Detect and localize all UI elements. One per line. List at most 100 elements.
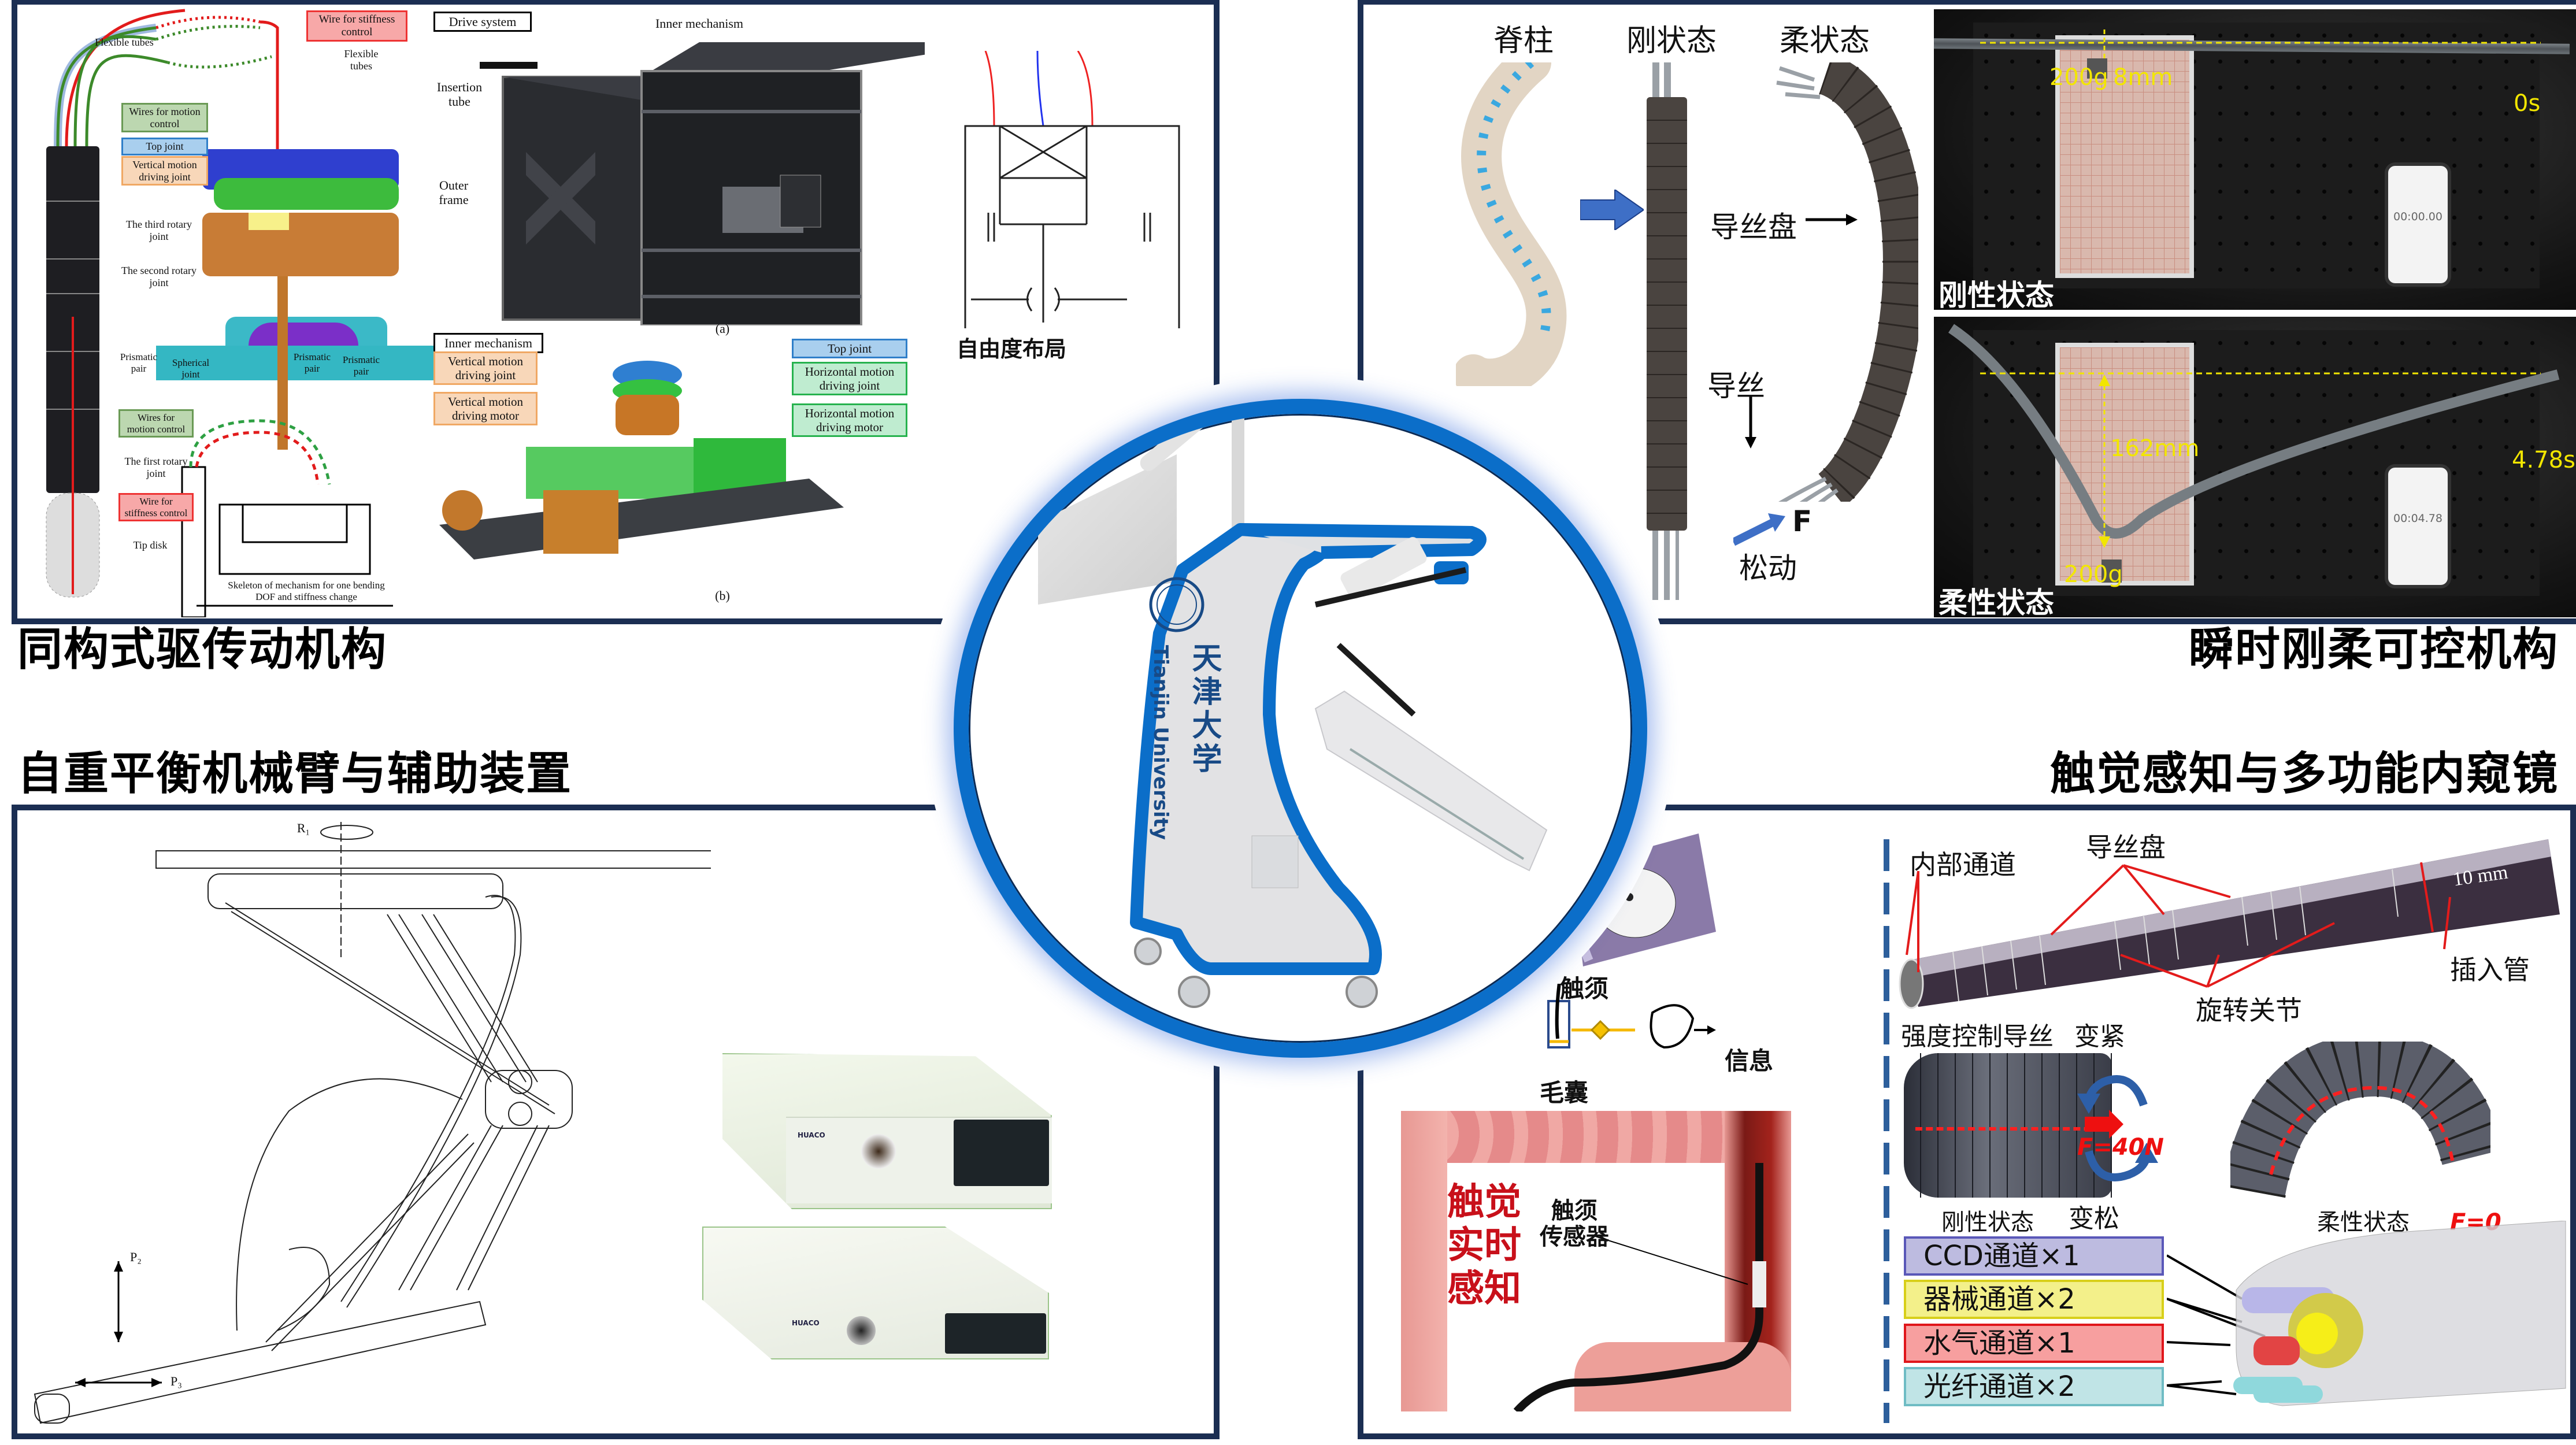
rigid-deflection-label: 8mm	[2113, 64, 2173, 91]
soft-segment-tube	[1776, 62, 1918, 502]
caption-b: (b)	[715, 588, 730, 603]
soft-annotation-lines	[1948, 324, 2560, 583]
label-follicle: 毛囊	[1540, 1079, 1589, 1107]
rigid-annotation-lines	[1980, 29, 2541, 79]
tactile-realtime-line-1: 触觉	[1447, 1181, 1521, 1224]
label-info: 信息	[1725, 1047, 1774, 1075]
soft-mass-label: 200g	[2064, 561, 2123, 588]
phone-stopwatch-soft: 00:04.78	[2385, 464, 2451, 588]
label-prismatic-pair-3: Prismatic pair	[342, 354, 380, 377]
label-stiffness-wire: 强度控制导丝	[1901, 1022, 2054, 1051]
label-first-rotary: The first rotary joint	[124, 455, 188, 479]
label-top-joint-inner: Top joint	[792, 339, 907, 359]
label-force-40n: F=40N	[2077, 1134, 2164, 1161]
channel-instrument: 器械通道×2	[1904, 1280, 2164, 1319]
monitor-pole	[1232, 414, 1244, 541]
label-guide-wire: 导丝	[1707, 369, 1765, 403]
whisker-sensor-line-1: 触须	[1551, 1198, 1598, 1224]
label-flexible-tubes-left: Flexible tubes	[95, 36, 154, 48]
label-wires-motion-top: Wires for motion control	[121, 103, 208, 133]
section-title-tactile-endoscope: 触觉感知与多功能内窥镜	[2049, 748, 2559, 800]
rigid-segment-tube	[1647, 62, 1687, 600]
force-arrow-icon	[1733, 513, 1785, 546]
label-soft-state-br: 柔性状态	[2317, 1209, 2410, 1236]
channel-ccd: CCD通道×1	[1904, 1236, 2164, 1276]
endoscope-tip-render	[2167, 1221, 2566, 1406]
colon-illustration	[1401, 1111, 1791, 1411]
label-p3: P₃	[171, 1374, 182, 1388]
label-drive-system: Drive system	[433, 12, 532, 32]
label-wire-stiffness-top: Wire for stiffness control	[306, 10, 407, 42]
panel-rigid-soft-mechanism: 脊柱 刚状态 柔状态 导丝盘 导丝 F 松动	[1358, 0, 2576, 624]
arrow-guide-wire-icon	[1745, 397, 1756, 449]
label-rigid-state: 刚状态	[1626, 24, 1717, 58]
label-insertion-tube: Insertion tube	[436, 80, 483, 109]
label-loosen: 松动	[1739, 551, 1797, 585]
brand-label-1: HUACO	[798, 1131, 825, 1139]
brand-label-2: HUACO	[792, 1319, 820, 1327]
soft-time-label: 4.78s	[2512, 447, 2575, 473]
whisker-sensor-line-2: 传感器	[1540, 1224, 1609, 1250]
center-robot-cart: 天津大学 Tianjin University	[954, 399, 1647, 1058]
panel-isomorphic-drive: Wire for stiffness control Flexible tube…	[12, 0, 1220, 624]
neuron-pathway-diagram	[1547, 984, 1716, 1049]
camera-processor-device: HUACO	[702, 1227, 1049, 1359]
label-vertical-joint: Vertical motion driving joint	[433, 351, 538, 386]
label-wire-stiffness-bottom: Wire for stiffness control	[118, 493, 194, 522]
label-vertical-motion-joint: Vertical motion driving joint	[121, 156, 208, 186]
label-inner-channel: 内部通道	[1910, 849, 2016, 880]
channel-fiber-label: 光纤通道×2	[1923, 1370, 2075, 1403]
label-horizontal-joint: Horizontal motion driving joint	[792, 362, 907, 396]
graph-paper	[2055, 35, 2194, 278]
label-inner-mechanism: Inner mechanism	[433, 333, 543, 354]
label-spine: 脊柱	[1493, 24, 1554, 58]
balance-arm-drawing	[34, 822, 711, 1424]
label-flexible-tubes-right: Flexible tubes	[344, 48, 379, 72]
university-name-en: Tianjin University	[1149, 645, 1172, 840]
photo-soft-state: 162mm 200g 00:04.78 4.78s 柔性状态	[1934, 317, 2576, 618]
label-guide-disk-br: 导丝盘	[2086, 832, 2166, 863]
label-top-joint: Top joint	[121, 138, 208, 155]
label-vertical-motor: Vertical motion driving motor	[433, 392, 538, 426]
label-guide-disk: 导丝盘	[1710, 210, 1797, 244]
label-soft-state: 柔状态	[1780, 24, 1870, 58]
stopwatch-soft-readout: 00:04.78	[2393, 512, 2442, 525]
endoscope-segment-render	[1899, 839, 2560, 1009]
inner-mechanism-render	[439, 361, 844, 560]
channel-water-air: 水气通道×1	[1904, 1324, 2164, 1363]
skeleton-caption: Skeleton of mechanism for one bending DO…	[228, 580, 385, 602]
spine-illustration	[1456, 62, 1567, 386]
label-wires-motion-bottom: Wires for motion control	[118, 409, 194, 438]
dof-schematic	[964, 51, 1180, 328]
label-horizontal-motor: Horizontal motion driving motor	[792, 403, 907, 438]
channel-instrument-label: 器械通道×2	[1923, 1283, 2075, 1316]
divider-dashed	[1884, 839, 1889, 1423]
label-loosen-br: 变松	[2069, 1204, 2119, 1233]
channel-fiber: 光纤通道×2	[1904, 1367, 2164, 1406]
photo-rigid-state: 200g 8mm 00:00.00 0s 刚性状态	[1933, 9, 2576, 312]
section-title-balance-arm: 自重平衡机械臂与辅助装置	[17, 748, 573, 800]
cycle-arrows-icon	[2077, 1075, 2158, 1181]
rigid-mass-label: 200g	[2049, 64, 2108, 91]
label-inner-mechanism-arrow: Inner mechanism	[655, 16, 744, 31]
soft-state-caption: 柔性状态	[1939, 586, 2054, 620]
channel-water-air-label: 水气通道×1	[1923, 1327, 2075, 1359]
label-prismatic-pair-1: Prismatic pair	[120, 351, 158, 374]
label-second-rotary: The second rotary joint	[121, 265, 197, 288]
label-rigid-state-br: 刚性状态	[1941, 1209, 2034, 1236]
cart-frame	[1130, 523, 1548, 1008]
label-prismatic-pair-2: Prismatic pair	[293, 351, 331, 374]
soft-deflection-label: 162mm	[2110, 435, 2200, 462]
label-spherical-joint: Spherical joint	[172, 357, 210, 380]
graph-paper	[2055, 343, 2194, 586]
annotation-arrows-red	[1906, 862, 2451, 988]
endoscope-exploded-diagram	[46, 9, 433, 617]
section-title-isomorphic-drive: 同构式驱传动机构	[17, 624, 388, 676]
label-tighten: 变紧	[2074, 1022, 2125, 1051]
label-p2: P₂	[130, 1250, 142, 1264]
tactile-realtime-line-3: 感知	[1447, 1268, 1521, 1310]
arrow-guide-disk-icon	[1806, 214, 1858, 225]
university-name-cn: 天津大学	[1187, 642, 1222, 776]
label-r1: R₁	[296, 821, 310, 835]
label-force: F	[1792, 505, 1813, 538]
